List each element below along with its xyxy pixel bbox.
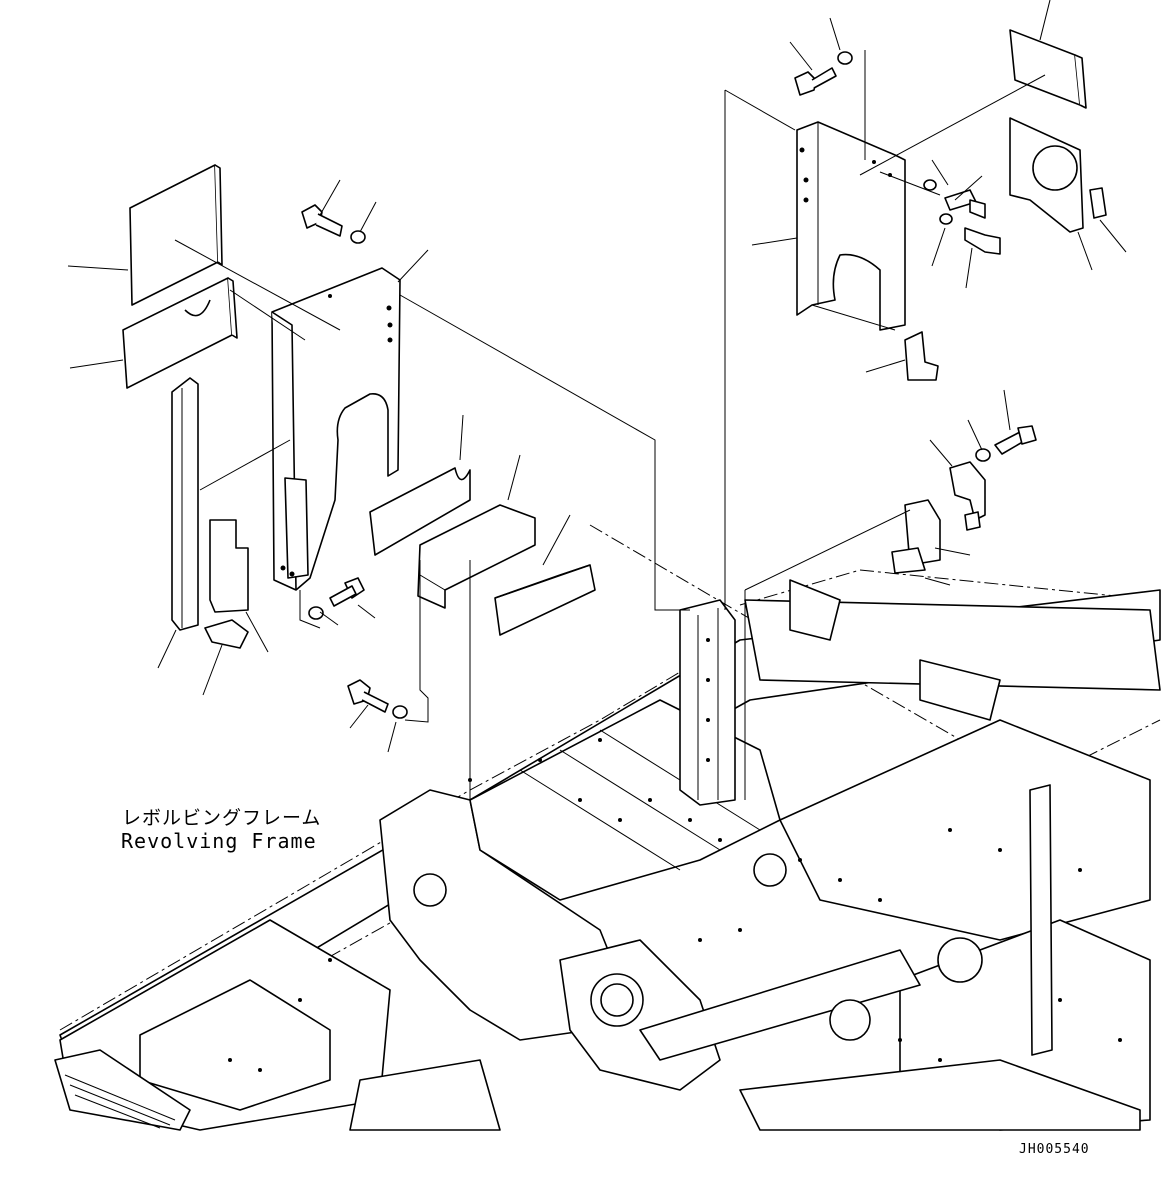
pad-icon: [1009, 29, 1081, 106]
pad-icon: [129, 164, 219, 306]
bolt-icon: [794, 67, 837, 96]
washer-icon: [837, 51, 853, 65]
bolt-icon: [944, 189, 986, 219]
bolt-icon: [964, 227, 1001, 255]
washer-icon: [923, 179, 937, 191]
bolt-icon: [301, 204, 343, 237]
right-fasteners: [794, 51, 1037, 462]
left-fasteners: [301, 204, 408, 719]
bolt-icon: [329, 577, 365, 607]
bolt-icon: [994, 425, 1037, 455]
right-parts-group: [796, 29, 1107, 574]
leader-lines: [67, 0, 1127, 800]
frame-label-english: Revolving Frame: [121, 829, 317, 853]
washer-icon: [392, 705, 408, 719]
frame-label-japanese: レボルビングフレーム: [122, 807, 322, 829]
drawing-code: JH005540: [1019, 1142, 1090, 1157]
bracket-icon: [796, 121, 906, 331]
center-post: [679, 599, 736, 806]
left-parts-group: [122, 164, 596, 649]
bolt-icon: [347, 679, 389, 713]
washer-icon: [350, 230, 366, 244]
washer-icon: [939, 213, 953, 225]
washer-icon: [975, 448, 991, 462]
washer-icon: [308, 606, 324, 620]
